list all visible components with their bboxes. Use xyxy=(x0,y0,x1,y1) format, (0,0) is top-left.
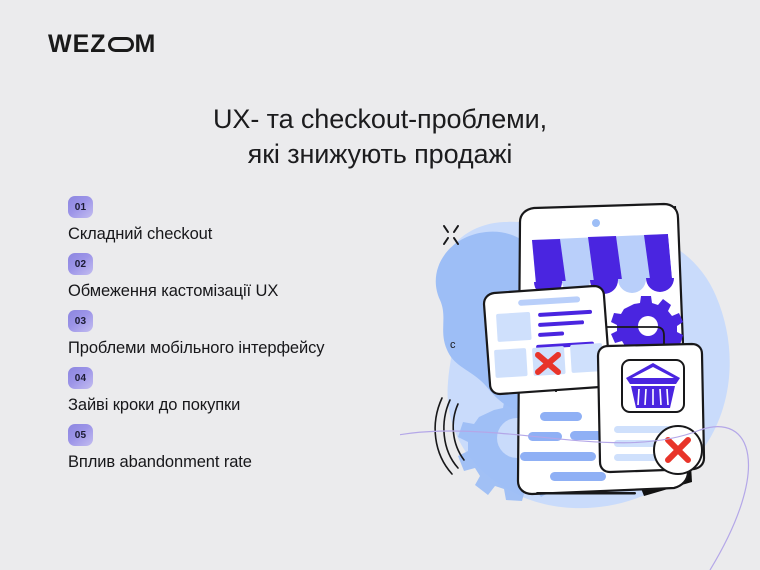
list-item-label: Складний checkout xyxy=(68,225,213,243)
list-item: 01 Складний checkout xyxy=(68,196,398,244)
list-item-badge: 05 xyxy=(68,424,93,446)
camera-dot xyxy=(592,219,600,227)
c-mark: c xyxy=(450,339,456,351)
list-item-label: Зайві кроки до покупки xyxy=(68,396,241,414)
list-item-badge: 01 xyxy=(68,196,93,218)
list-item-label: Обмеження кастомізації UX xyxy=(68,282,279,300)
list-item: 03 Проблеми мобільного інтерфейсу xyxy=(68,310,398,358)
motion-lines xyxy=(434,397,465,475)
page-title: UX- та checkout-проблеми, які знижують п… xyxy=(0,102,760,171)
error-x-icon xyxy=(535,352,561,375)
curve-line xyxy=(400,426,750,570)
sparkle-icon xyxy=(443,225,459,245)
list-item-label: Проблеми мобільного інтерфейсу xyxy=(68,339,325,357)
logo-text-before: WEZ xyxy=(48,29,107,58)
list-item-label: Вплив abandonment rate xyxy=(68,453,252,471)
basket-icon-slats xyxy=(637,388,669,406)
list-item: 04 Зайві кроки до покупки xyxy=(68,367,398,415)
awning-highlight xyxy=(668,234,676,278)
card-title-bar xyxy=(518,296,581,306)
shop-awning-stripes xyxy=(532,234,672,284)
title-line-2: які знижують продажі xyxy=(247,138,513,169)
list-item-badge: 02 xyxy=(68,253,93,275)
list-item-badge: 04 xyxy=(68,367,93,389)
card-image-block xyxy=(496,312,532,342)
problem-list: 01 Складний checkout 02 Обмеження кастом… xyxy=(68,196,398,481)
logo-text: WEZ M xyxy=(48,29,156,58)
title-line-1: UX- та checkout-проблеми, xyxy=(213,104,547,134)
error-circle-x-icon xyxy=(665,437,691,463)
oval-o-icon xyxy=(107,36,134,52)
logo-text-after: M xyxy=(134,29,156,58)
list-item: 02 Обмеження кастомізації UX xyxy=(68,253,398,301)
list-item-badge: 03 xyxy=(68,310,93,332)
basket-card xyxy=(596,342,706,475)
content-card-error xyxy=(482,284,612,396)
list-item: 05 Вплив abandonment rate xyxy=(68,424,398,472)
gear-icon-hole xyxy=(638,316,658,336)
brand-logo: WEZ M xyxy=(48,30,156,58)
ecommerce-checkout-problems-illustration: c xyxy=(400,200,760,570)
